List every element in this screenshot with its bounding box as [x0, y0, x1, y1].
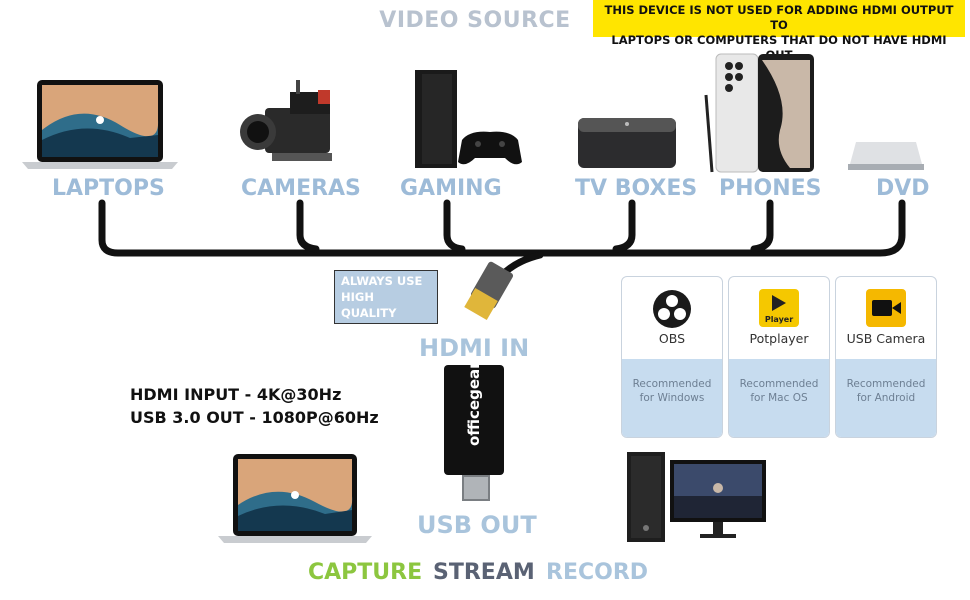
app-rec-usb-camera: Recommended for Android	[846, 378, 926, 404]
obs-icon	[653, 290, 691, 328]
hdmi-cable-bus	[98, 199, 906, 321]
usb-out-label: USB OUT	[417, 511, 537, 539]
app-rec-obs: Recommended for Windows	[632, 378, 712, 404]
usb-connector-icon	[462, 475, 490, 501]
dvd-drive-image	[848, 142, 924, 170]
warning-line-1: THIS DEVICE IS NOT USED FOR ADDING HDMI …	[604, 3, 954, 32]
video-source-title: VIDEO SOURCE	[379, 8, 571, 33]
source-label-dvd: DVD	[876, 176, 930, 201]
tv-box-image	[578, 118, 676, 168]
camera-image	[240, 80, 332, 161]
warning-banner: THIS DEVICE IS NOT USED FOR ADDING HDMI …	[593, 0, 965, 62]
output-laptop-image	[218, 454, 372, 543]
source-label-gaming: GAMING	[400, 176, 502, 201]
app-card-obs: OBS Recommended for Windows	[621, 276, 723, 438]
app-card-potplayer: Player Potplayer Recommended for Mac OS	[728, 276, 830, 438]
cable-note-line-3: HDMI CABLES	[341, 322, 430, 336]
footer-record: RECORD	[546, 560, 649, 585]
capture-card-device: officegear	[444, 361, 504, 475]
phone-image	[704, 53, 814, 173]
usb-camera-icon	[866, 289, 906, 327]
app-name-usb-camera: USB Camera	[846, 331, 926, 346]
source-devices	[22, 53, 924, 173]
potplayer-icon-label: Player	[764, 315, 794, 324]
source-label-laptops: LAPTOPS	[52, 176, 165, 201]
potplayer-icon: Player	[759, 289, 799, 327]
app-name-potplayer: Potplayer	[749, 331, 809, 346]
source-label-phones: PHONES	[719, 176, 822, 201]
cable-quality-note: ALWAYS USE HIGH QUALITY HDMI CABLES	[334, 270, 438, 336]
spec-hdmi-input: HDMI INPUT - 4K@30Hz	[130, 385, 342, 404]
footer-capture: CAPTURE	[308, 560, 423, 585]
spec-usb-output: USB 3.0 OUT - 1080P@60Hz	[130, 408, 379, 427]
brand-logo: officegear	[465, 361, 483, 446]
cable-note-line-1: ALWAYS USE	[341, 274, 423, 288]
app-name-obs: OBS	[658, 331, 686, 346]
hdmi-plug-icon	[464, 261, 514, 321]
source-label-cameras: CAMERAS	[241, 176, 361, 201]
gaming-console-image	[415, 70, 522, 168]
laptop-image	[22, 80, 178, 169]
app-rec-potplayer: Recommended for Mac OS	[739, 378, 819, 404]
source-label-tv-boxes: TV BOXES	[575, 176, 698, 201]
footer-stream: STREAM	[433, 560, 535, 585]
desktop-pc-image	[627, 452, 766, 542]
app-card-usb-camera: USB Camera Recommended for Android	[835, 276, 937, 438]
cable-note-line-2: HIGH QUALITY	[341, 290, 397, 320]
hdmi-in-label: HDMI IN	[419, 334, 530, 362]
